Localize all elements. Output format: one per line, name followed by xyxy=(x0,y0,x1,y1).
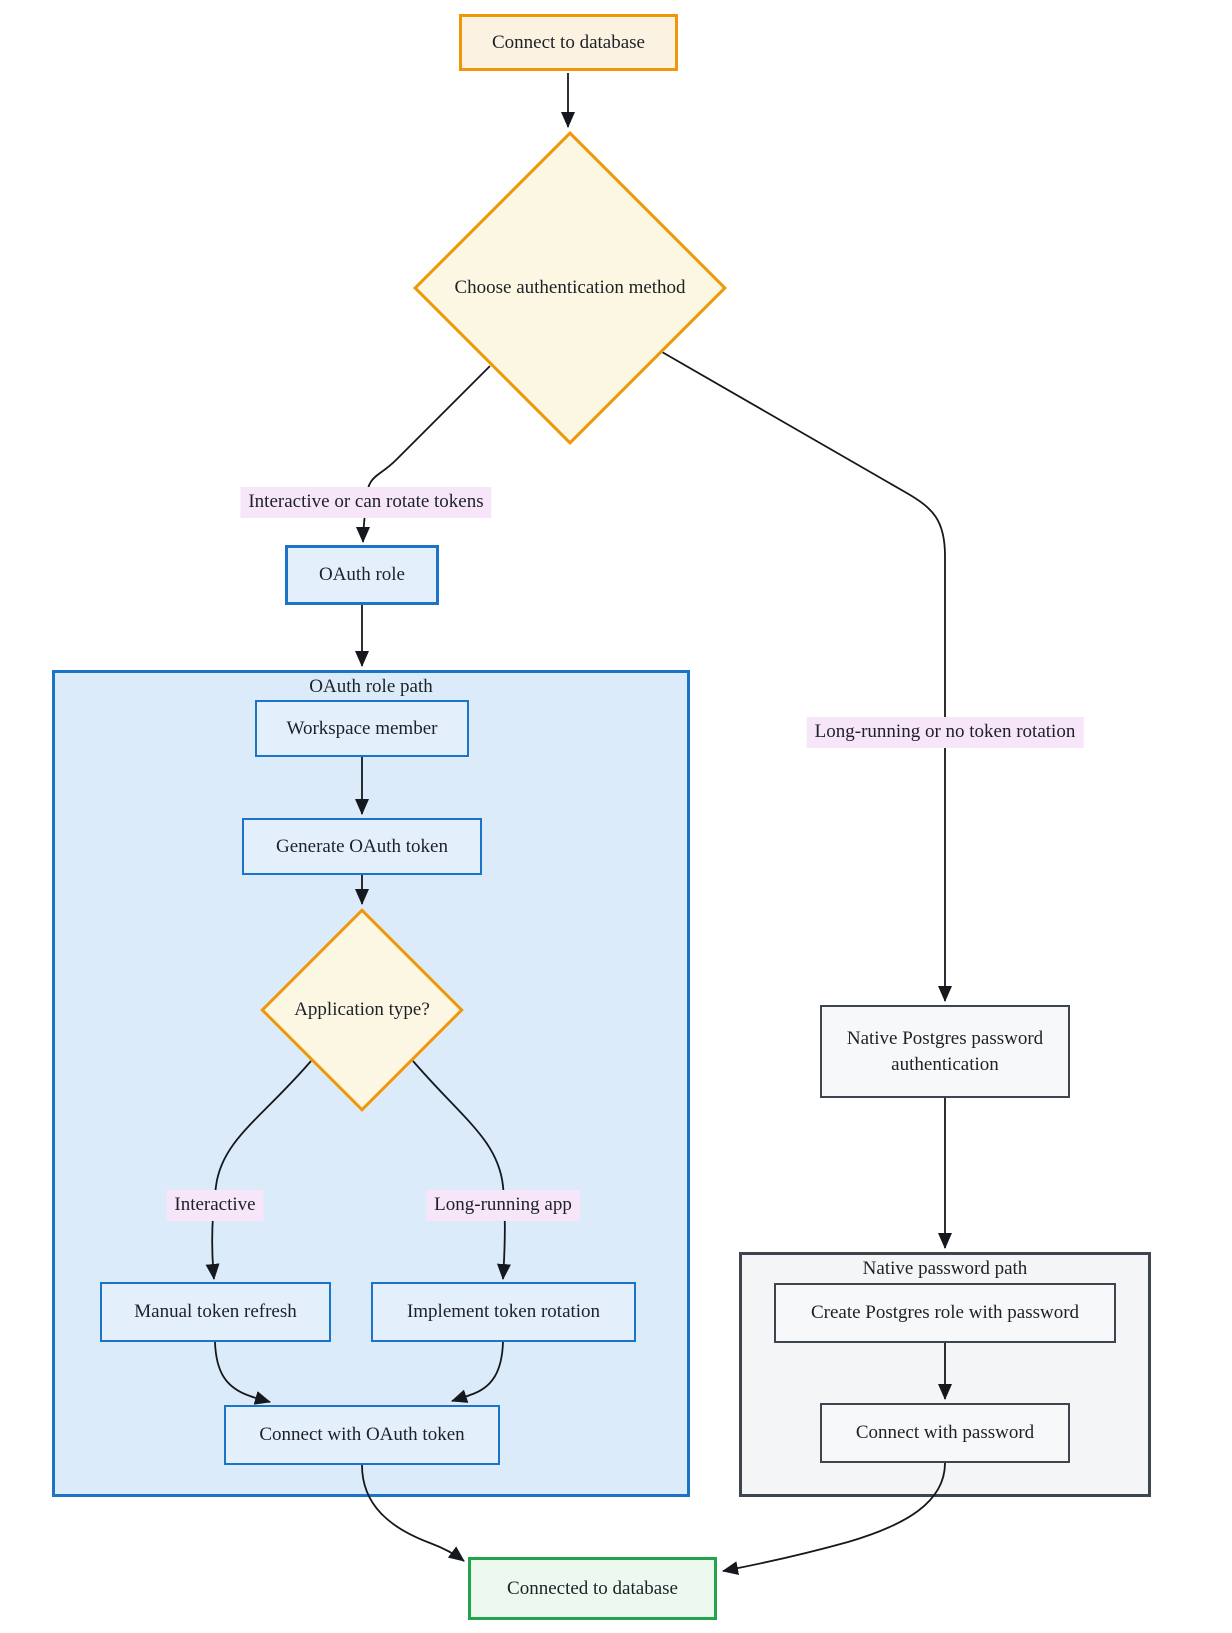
node-native-postgres-auth: Native Postgres password authentication xyxy=(820,1005,1070,1098)
node-implement-token-rotation-label: Implement token rotation xyxy=(406,1301,601,1323)
decision-application-type-label: Application type? xyxy=(294,999,430,1020)
edge-label-long-running-app: Long-running app xyxy=(426,1190,580,1221)
edge-connect-oauth-to-connected xyxy=(361,1464,465,1562)
node-manual-token-refresh-label: Manual token refresh xyxy=(134,1301,297,1323)
node-connect-with-password: Connect with password xyxy=(820,1403,1070,1463)
subgraph-oauth-role-path-title: OAuth role path xyxy=(309,676,433,697)
edge-label-interactive-or-rotate: Interactive or can rotate tokens xyxy=(240,487,492,518)
node-native-postgres-auth-label: Native Postgres password authentication xyxy=(846,1027,1044,1075)
node-workspace-member: Workspace member xyxy=(255,700,469,757)
edge-apptype-to-rotation xyxy=(412,1060,511,1280)
node-manual-token-refresh: Manual token refresh xyxy=(100,1282,331,1342)
node-connected-to-database-label: Connected to database xyxy=(507,1577,678,1599)
node-oauth-role-label: OAuth role xyxy=(318,564,405,586)
decision-application-type: Application type? xyxy=(260,908,464,1112)
subgraph-native-password-path-title: Native password path xyxy=(862,1258,1028,1279)
node-connect-with-oauth-token-label: Connect with OAuth token xyxy=(259,1424,465,1446)
node-connect-to-database: Connect to database xyxy=(459,14,678,71)
node-workspace-member-label: Workspace member xyxy=(286,717,438,739)
edge-manual-to-connect-oauth xyxy=(214,1341,271,1405)
edge-apptype-to-manual xyxy=(205,1060,312,1280)
node-implement-token-rotation: Implement token rotation xyxy=(371,1282,636,1342)
node-connect-with-password-label: Connect with password xyxy=(855,1422,1035,1444)
edge-label-interactive: Interactive xyxy=(166,1190,264,1221)
node-create-postgres-role-label: Create Postgres role with password xyxy=(810,1302,1080,1324)
edge-connect-password-to-connected xyxy=(722,1462,946,1576)
edge-decision-to-native-auth xyxy=(661,351,952,1002)
node-generate-oauth-token: Generate OAuth token xyxy=(242,818,482,875)
decision-choose-auth-method: Choose authentication method xyxy=(413,131,727,445)
edge-rotation-to-connect-oauth xyxy=(451,1341,504,1403)
node-connect-with-oauth-token: Connect with OAuth token xyxy=(224,1405,500,1465)
node-connect-to-database-label: Connect to database xyxy=(491,31,645,53)
edge-label-long-running-no-rotation: Long-running or no token rotation xyxy=(806,717,1084,748)
node-create-postgres-role: Create Postgres role with password xyxy=(774,1283,1116,1343)
node-oauth-role: OAuth role xyxy=(285,545,439,605)
node-connected-to-database: Connected to database xyxy=(468,1557,717,1620)
node-generate-oauth-token-label: Generate OAuth token xyxy=(276,835,448,857)
decision-choose-auth-method-label: Choose authentication method xyxy=(454,277,686,298)
